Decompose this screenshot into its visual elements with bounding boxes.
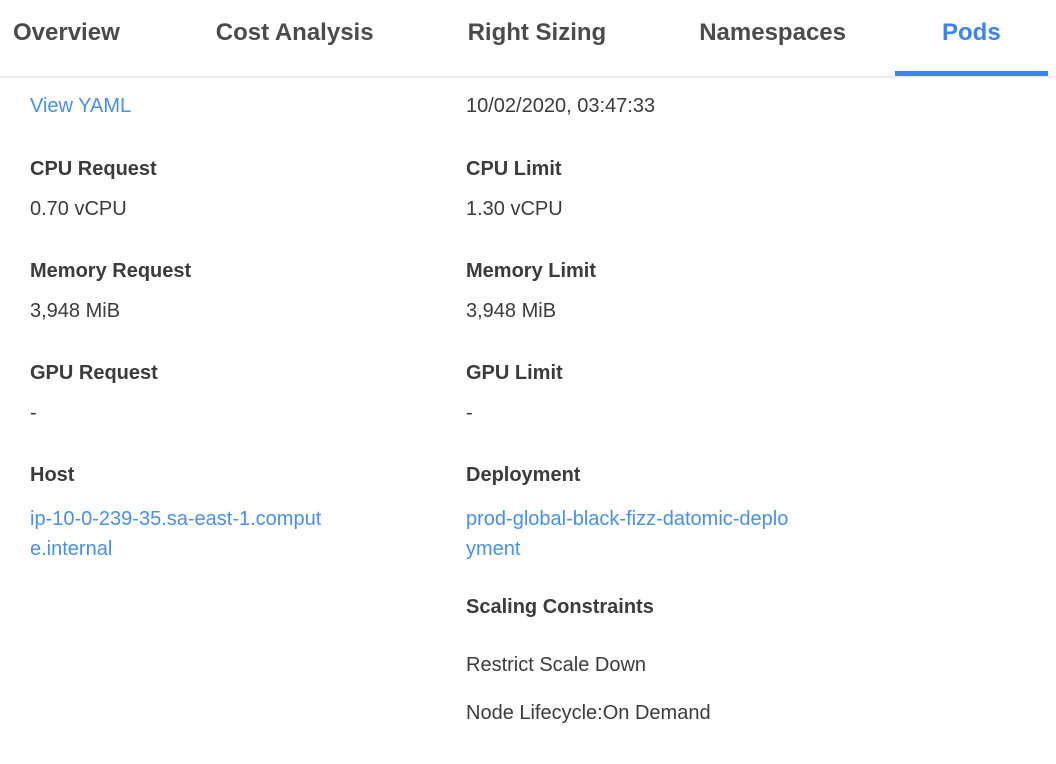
field-gpu-request: GPU Request - (30, 362, 466, 424)
view-yaml-link[interactable]: View YAML (30, 95, 132, 117)
tab-pods-label: Pods (941, 19, 1001, 46)
gpu-request-value: - (30, 402, 37, 424)
field-cpu-request: CPU Request 0.70 vCPU (30, 158, 466, 220)
tab-right-sizing-label: Right Sizing (467, 19, 607, 46)
cpu-request-label: CPU Request (30, 158, 157, 180)
tab-overview-label: Overview (13, 19, 120, 46)
timestamp-row: 10/02/2020, 03:47:33 (466, 95, 1026, 117)
memory-request-label: Memory Request (30, 260, 192, 282)
field-deployment: Deployment prod-global-black-fizz-datomi… (466, 464, 1026, 564)
pod-details-panel: View YAML CPU Request 0.70 vCPU Memory R… (0, 78, 1056, 764)
cpu-limit-label: CPU Limit (466, 158, 562, 180)
deployment-link[interactable]: prod-global-black-fizz-datomic-deploymen… (466, 508, 789, 560)
host-label: Host (30, 464, 75, 486)
tab-cost-analysis[interactable]: Cost Analysis (216, 0, 374, 76)
gpu-limit-label: GPU Limit (466, 362, 563, 384)
tab-bar: Overview Cost Analysis Right Sizing Name… (0, 0, 1056, 78)
field-memory-limit: Memory Limit 3,948 MiB (466, 260, 1026, 322)
tab-namespaces[interactable]: Namespaces (699, 0, 846, 76)
deployment-label: Deployment (466, 464, 581, 486)
tab-overview[interactable]: Overview (13, 0, 120, 76)
field-cpu-limit: CPU Limit 1.30 vCPU (466, 158, 1026, 220)
tab-namespaces-label: Namespaces (699, 19, 846, 46)
constraint-restrict-scale-down: Restrict Scale Down (466, 654, 647, 676)
memory-limit-label: Memory Limit (466, 260, 597, 282)
field-scaling-constraints: Scaling Constraints Restrict Scale Down … (466, 596, 1026, 724)
cpu-request-value: 0.70 vCPU (30, 198, 127, 220)
tab-right-sizing[interactable]: Right Sizing (468, 0, 607, 76)
details-right-column: 10/02/2020, 03:47:33 CPU Limit 1.30 vCPU… (466, 95, 1026, 764)
host-link[interactable]: ip-10-0-239-35.sa-east-1.compute.interna… (30, 508, 322, 560)
tab-cost-analysis-label: Cost Analysis (215, 19, 374, 46)
gpu-limit-value: - (466, 402, 473, 424)
view-yaml-row: View YAML (30, 95, 466, 117)
scaling-constraints-label: Scaling Constraints (466, 596, 654, 618)
pod-timestamp: 10/02/2020, 03:47:33 (466, 95, 656, 117)
memory-request-value: 3,948 MiB (30, 300, 121, 322)
constraint-node-lifecycle: Node Lifecycle:On Demand (466, 702, 711, 724)
details-left-column: View YAML CPU Request 0.70 vCPU Memory R… (30, 95, 466, 764)
tab-pods[interactable]: Pods (895, 0, 1048, 76)
cpu-limit-value: 1.30 vCPU (466, 198, 563, 220)
field-gpu-limit: GPU Limit - (466, 362, 1026, 424)
field-host: Host ip-10-0-239-35.sa-east-1.compute.in… (30, 464, 466, 564)
gpu-request-label: GPU Request (30, 362, 158, 384)
field-memory-request: Memory Request 3,948 MiB (30, 260, 466, 322)
memory-limit-value: 3,948 MiB (466, 300, 557, 322)
